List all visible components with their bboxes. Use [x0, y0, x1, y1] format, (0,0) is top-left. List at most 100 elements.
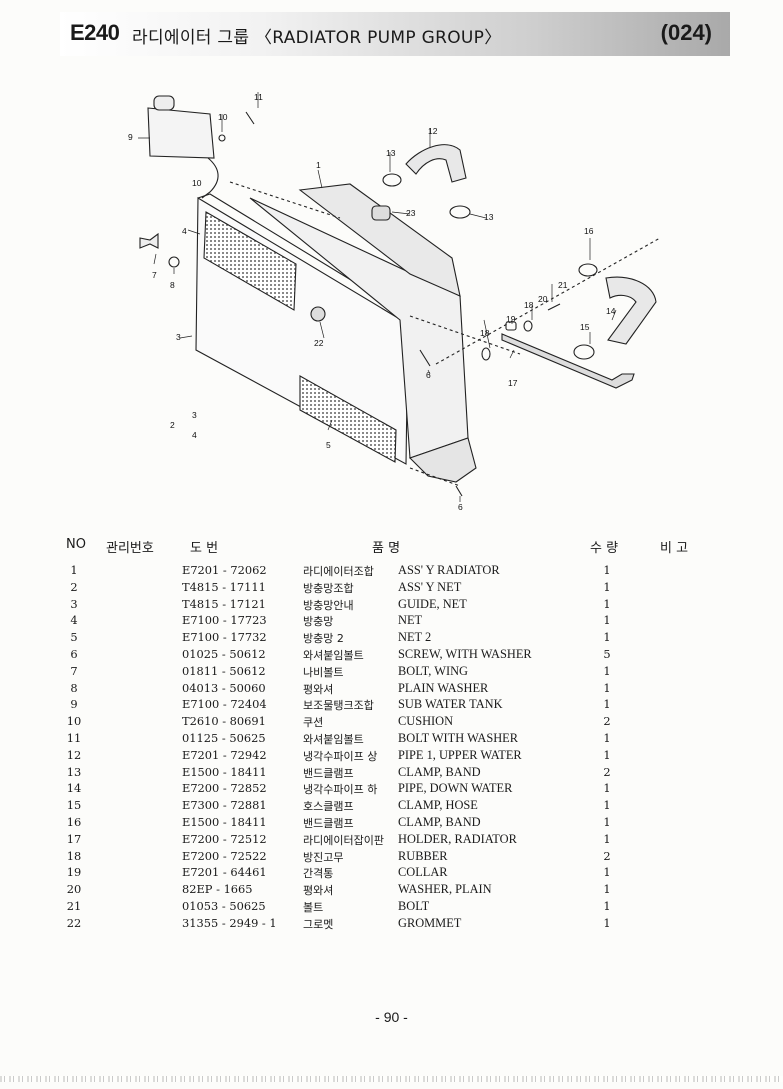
callout-11: 11	[254, 92, 263, 102]
page-header: E240 라디에이터 그룹 〈RADIATOR PUMP GROUP〉 (024…	[60, 12, 730, 56]
row-name-kr: 방충망 2	[303, 632, 344, 646]
row-code: 31355 - 2949 - 1	[182, 915, 277, 930]
row-name-en: SUB WATER TANK	[398, 697, 503, 712]
row-code: 04013 - 50060	[182, 680, 266, 695]
holder-bolt	[547, 303, 561, 311]
row-name-kr: 쿠션	[303, 716, 324, 730]
row-code: E7201 - 72062	[182, 563, 267, 577]
row-code: E7100 - 17723	[182, 613, 267, 628]
callout-20: 20	[538, 294, 548, 304]
rubber-a	[481, 347, 491, 361]
row-name-kr: 호스클램프	[303, 800, 354, 814]
callout-19: 19	[506, 314, 516, 324]
row-qty: 1	[603, 798, 611, 813]
row-no: 9	[70, 697, 78, 712]
callout-7: 7	[152, 270, 157, 280]
callout-4b: 4	[192, 430, 197, 440]
row-no: 16	[66, 815, 82, 829]
row-no: 5	[70, 630, 78, 645]
callout-10b: 10	[192, 178, 202, 188]
row-name-kr: 방충망	[303, 615, 334, 629]
row-no: 22	[66, 915, 82, 930]
section-title: 라디에이터 그룹 〈RADIATOR PUMP GROUP〉	[132, 28, 502, 48]
row-qty: 5	[603, 647, 611, 661]
row-code: E7100 - 72404	[182, 697, 267, 712]
row-name-en: CUSHION	[398, 714, 454, 729]
row-name-en: GROMMET	[398, 915, 462, 930]
callout-18b: 18	[524, 300, 534, 310]
row-qty: 1	[603, 697, 611, 712]
row-no: 4	[70, 613, 78, 628]
row-name-en: ASS' Y RADIATOR	[398, 563, 500, 577]
grommet	[310, 306, 326, 322]
row-qty: 2	[603, 764, 611, 779]
row-qty: 1	[603, 663, 611, 678]
col-qty: 수 량	[590, 541, 619, 556]
upper-pipe	[405, 144, 467, 183]
plain-washer	[168, 256, 180, 268]
row-code: T2610 - 80691	[182, 714, 266, 729]
row-name-kr: 볼트	[303, 901, 324, 914]
row-name-en: NET	[398, 613, 423, 628]
row-no: 6	[70, 647, 78, 661]
rubber-b	[523, 320, 533, 332]
row-qty: 1	[603, 747, 611, 762]
callout-14: 14	[606, 306, 616, 316]
row-name-en: NET 2	[398, 630, 432, 645]
row-qty: 1	[603, 915, 611, 930]
radiator-cap	[371, 205, 391, 221]
row-name-en: WASHER, PLAIN	[398, 882, 492, 897]
row-qty: 1	[603, 579, 611, 594]
col-no: NO	[66, 537, 86, 552]
row-name-kr: 라디에이터조합	[303, 565, 374, 578]
row-qty: 1	[603, 630, 611, 645]
row-qty: 1	[603, 831, 611, 846]
row-qty: 1	[603, 731, 611, 745]
row-qty: 1	[603, 815, 611, 829]
row-name-kr: 방진고무	[303, 850, 344, 864]
callout-15: 15	[580, 322, 590, 332]
radiator-bottom	[408, 437, 477, 483]
row-name-en: HOLDER, RADIATOR	[398, 831, 517, 846]
band-clamp-upper-b	[449, 205, 471, 219]
row-code: E7201 - 64461	[182, 865, 267, 880]
leader-lines	[138, 92, 617, 502]
callout-12: 12	[428, 126, 438, 136]
callout-3: 3	[176, 332, 181, 342]
hose-clamp	[573, 344, 595, 360]
col-remark: 비 고	[660, 541, 689, 556]
col-drawing: 도 번	[190, 541, 219, 556]
row-no: 1	[70, 563, 78, 577]
row-code: T4815 - 17121	[182, 596, 266, 611]
callout-6b: 6	[458, 502, 463, 512]
page-number: - 90 -	[375, 1009, 408, 1025]
row-name-en: GUIDE, NET	[398, 596, 467, 611]
net-lower	[299, 375, 397, 463]
callout-9: 9	[128, 132, 133, 142]
row-qty: 1	[603, 781, 611, 796]
row-no: 10	[66, 714, 82, 729]
row-name-kr: 밴드클램프	[303, 817, 354, 830]
guide-lines	[229, 181, 661, 487]
row-no: 11	[66, 731, 82, 745]
row-no: 12	[66, 747, 82, 762]
row-code: E7300 - 72881	[182, 798, 267, 813]
row-name-kr: 보조물탱크조합	[303, 699, 374, 713]
callout-4: 4	[182, 226, 187, 236]
callout-1: 1	[316, 160, 321, 170]
row-code: E7100 - 17732	[182, 630, 267, 645]
callout-22: 22	[314, 338, 324, 348]
